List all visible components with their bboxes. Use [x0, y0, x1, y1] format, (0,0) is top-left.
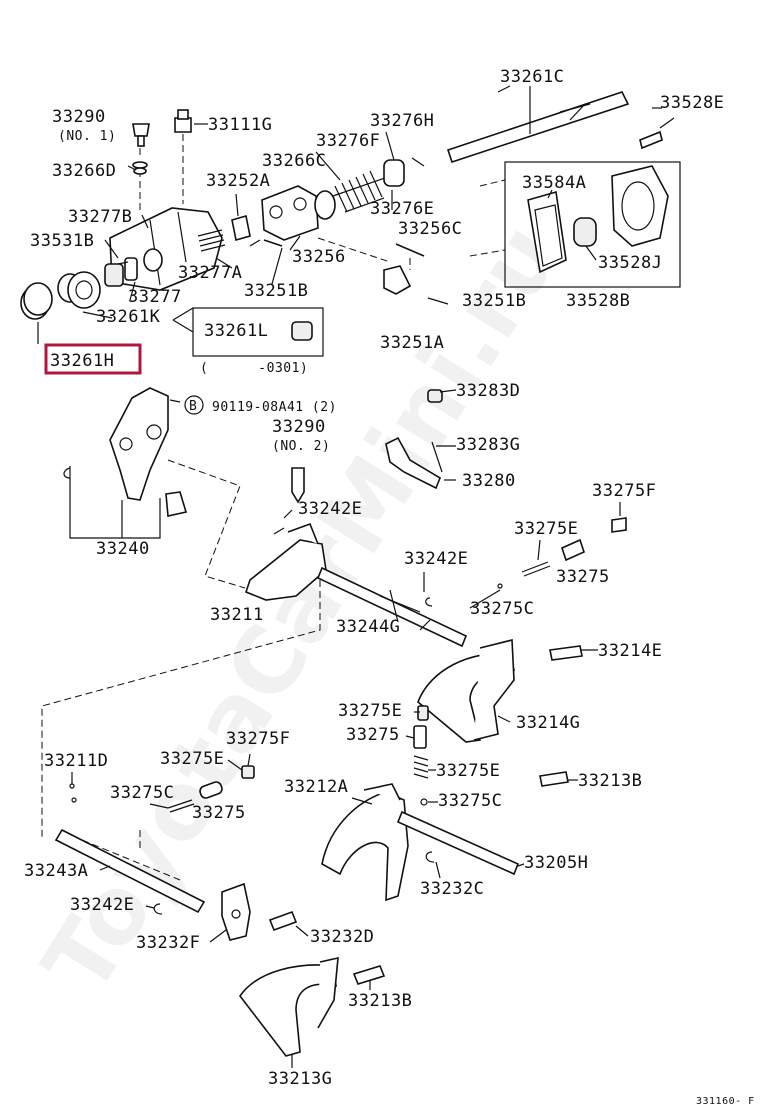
control-shaft-group [446, 86, 681, 288]
callout-33275C-c: 33275C [438, 791, 502, 811]
callout-33277: 33277 [128, 287, 182, 307]
callout-33283D: 33283D [456, 381, 520, 401]
callout-33280: 33280 [462, 471, 516, 491]
callout-33275-b: 33275 [346, 725, 400, 745]
callout-33251A: 33251A [380, 333, 444, 353]
callout-33266D: 33266D [52, 161, 116, 181]
callout-circle-B [184, 395, 204, 415]
highlight-box [44, 343, 142, 375]
callout-33528B: 33528B [566, 291, 630, 311]
shift-fork-33214G [413, 638, 583, 779]
callout-33213B-b: 33213B [348, 991, 412, 1011]
callout-33275E-c: 33275E [160, 749, 224, 769]
callout-33275C-a: 33275C [470, 599, 534, 619]
shift-housing-group [20, 109, 226, 344]
callout-33276H: 33276H [370, 111, 434, 131]
shift-arm-33280 [385, 389, 456, 490]
callout-33277A: 33277A [178, 263, 242, 283]
callout-33213G: 33213G [268, 1069, 332, 1089]
callout-33232C: 33232C [420, 879, 484, 899]
callout-33242E-c: 33242E [70, 895, 134, 915]
callout-33232F: 33232F [136, 933, 200, 953]
breather-no2 [291, 467, 305, 504]
callout-33531B: 33531B [30, 231, 94, 251]
callout-90119: 90119-08A41 (2) [212, 400, 337, 415]
callout-33277B: 33277B [68, 207, 132, 227]
callout-33214G: 33214G [516, 713, 580, 733]
callout-33275F-b: 33275F [226, 729, 290, 749]
callout-33290-no1: 33290 [52, 107, 106, 127]
callout-33584A: 33584A [522, 173, 586, 193]
callout-33261L-range: ( -0301) [200, 361, 308, 376]
callout-33275E-a: 33275E [514, 519, 578, 539]
leader-lines [71, 85, 662, 1068]
shift-lever-33240 [63, 387, 246, 589]
shaft-33243A [54, 765, 255, 915]
callout-33276E: 33276E [370, 199, 434, 219]
callout-33244G: 33244G [336, 617, 400, 637]
callout-33275F-a: 33275F [592, 481, 656, 501]
callout-33261H: 33261H [50, 351, 114, 371]
callout-33261L: 33261L [204, 321, 268, 341]
callout-33266C: 33266C [262, 151, 326, 171]
callout-33275-c: 33275 [192, 803, 246, 823]
callout-circle-B-letter: B [189, 399, 197, 414]
callout-33242E-b: 33242E [404, 549, 468, 569]
callout-33252A: 33252A [206, 171, 270, 191]
detent-group-right [425, 517, 627, 607]
callout-33212A: 33212A [284, 777, 348, 797]
callout-33276F: 33276F [316, 131, 380, 151]
callout-33275-a: 33275 [556, 567, 610, 587]
callout-33214E: 33214E [598, 641, 662, 661]
callout-33232D: 33232D [310, 927, 374, 947]
callout-33205H: 33205H [524, 853, 588, 873]
callout-33111G: 33111G [208, 115, 272, 135]
callout-33256C: 33256C [398, 219, 462, 239]
callout-33243A: 33243A [24, 861, 88, 881]
figure-code: 331160- F [696, 1096, 755, 1107]
callout-33290-no2: 33290 [272, 417, 326, 437]
callout-33275C-b: 33275C [110, 783, 174, 803]
callout-33251B-b: 33251B [462, 291, 526, 311]
bush-box [172, 307, 324, 357]
callout-33283G: 33283G [456, 435, 520, 455]
callout-33251B-a: 33251B [244, 281, 308, 301]
callout-33275E-d: 33275E [436, 761, 500, 781]
callout-33261K: 33261K [96, 307, 161, 327]
callout-33242E-a: 33242E [298, 499, 362, 519]
selector-group [231, 157, 449, 305]
callout-33256: 33256 [292, 247, 346, 267]
shift-fork-33212A [321, 771, 569, 902]
callout-33528J: 33528J [598, 253, 662, 273]
callout-33240: 33240 [96, 539, 150, 559]
callout-33290-no1-note: (NO. 1) [58, 129, 116, 144]
callout-33275E-b: 33275E [338, 701, 402, 721]
shift-head-33232F [221, 882, 298, 941]
callout-33213B-a: 33213B [578, 771, 642, 791]
callout-33261C: 33261C [500, 67, 564, 87]
callout-33211: 33211 [210, 605, 264, 625]
shift-fork-33213G [239, 956, 386, 1057]
fork-shaft-group [41, 522, 468, 840]
callout-33290-no2-note: (NO. 2) [272, 439, 330, 454]
callout-33211D: 33211D [44, 751, 108, 771]
callout-33528E: 33528E [660, 93, 724, 113]
